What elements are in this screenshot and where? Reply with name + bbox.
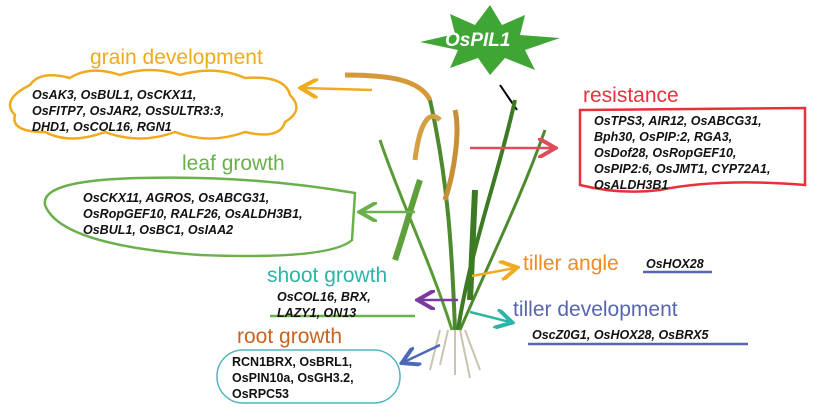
tiller-angle-label: tiller angle (523, 252, 619, 275)
tiller-angle-genes: OsHOX28 (646, 257, 704, 271)
resistance-genes: OsTPS3, AIR12, OsABCG31, Bph30, OsPIP:2,… (594, 114, 771, 192)
rice-plant-illustration (344, 72, 547, 379)
arrow-tiller-angle (471, 268, 515, 276)
root-growth-label: root growth (237, 325, 343, 348)
root-box-outline (216, 349, 401, 404)
tiller-development-label: tiller development (513, 298, 678, 321)
grain-development-genes: OsAK3, OsBUL1, OsCKX11, OsFITP7, OsJAR2,… (32, 88, 225, 134)
ospil1-label: OsPIL1 (445, 30, 511, 51)
resistance-label: resistance (583, 84, 679, 107)
shoot-growth-genes: OsCOL16, BRX, LAZY1, ON13 (277, 290, 371, 320)
resistance-box-outline (578, 106, 807, 193)
root-growth-genes: RCN1BRX, OsBRL1, OsPIN10a, OsGH3.2, OsRP… (232, 355, 354, 401)
arrow-grain (303, 88, 373, 90)
leaf-growth-genes: OsCKX11, AGROS, OsABCG31, OsRopGEF10, RA… (83, 191, 303, 237)
arrow-root (404, 343, 441, 362)
ospil1-star (420, 5, 560, 75)
grain-cloud-outline (8, 68, 298, 140)
leaf-growth-label: leaf growth (182, 152, 285, 175)
arrow-tiller-dev (469, 312, 510, 322)
grain-development-label: grain development (90, 46, 263, 69)
leaf-box-outline (43, 176, 357, 258)
tiller-development-genes: OscZ0G1, OsHOX28, OsBRX5 (532, 328, 709, 342)
shoot-growth-label: shoot growth (267, 264, 388, 287)
